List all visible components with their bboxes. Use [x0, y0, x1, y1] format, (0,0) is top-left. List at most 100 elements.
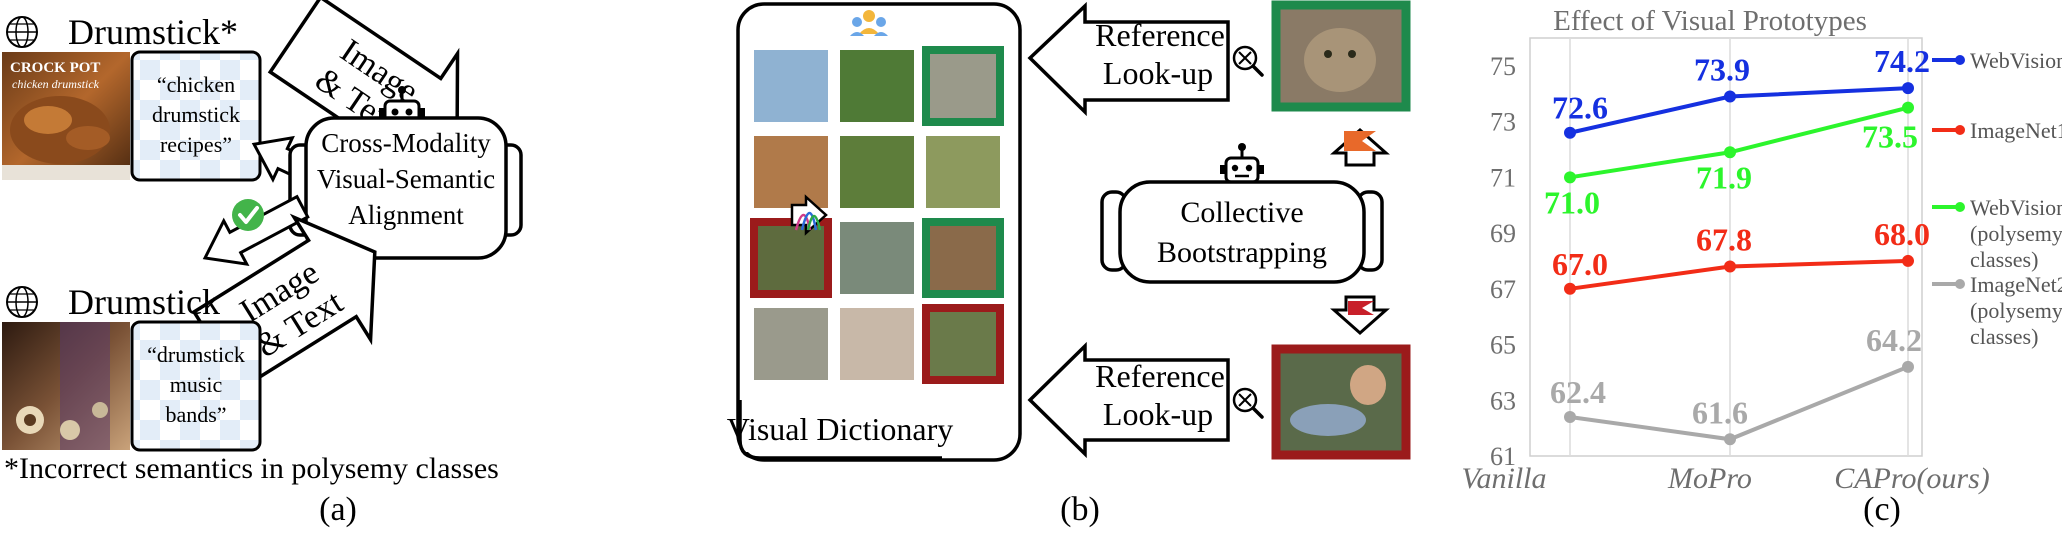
legend-label-imagenet1k: ImageNet1k [1970, 118, 2062, 143]
robot-icon [1220, 143, 1264, 184]
data-point-webvision1k [1724, 90, 1736, 103]
thumbnail [754, 50, 828, 122]
footnote: *Incorrect semantics in polysemy classes [4, 452, 499, 485]
y-tick-label: 69 [1490, 219, 1516, 248]
legend-label-webvision235: WebVision235 [1970, 195, 2062, 220]
data-label-imagenet1k: 68.0 [1874, 216, 1930, 252]
top-query-line2: drumstick [152, 102, 240, 127]
chicken-photo: CROCK POT chicken drumstick [2, 52, 130, 180]
legend-label-line3: classes) [1970, 247, 2038, 272]
y-tick-label: 61 [1490, 442, 1516, 471]
data-label-webvision1k: 74.2 [1874, 43, 1930, 79]
data-point-imagenet1k [1902, 254, 1914, 267]
bottom-query-box: “drumstick music bands” [130, 320, 262, 452]
data-label-imagenet235: 62.4 [1550, 374, 1606, 410]
thumbnail [754, 308, 828, 380]
panel-b-label: (b) [1060, 491, 1100, 528]
top-lookup-line1: Reference [1095, 17, 1225, 53]
bootstrapping-module: Collective Bootstrapping [1100, 143, 1384, 284]
data-label-imagenet235: 61.6 [1692, 394, 1748, 430]
panel-b: Visual Dictionary Reference Look-up [700, 0, 1460, 537]
thumbnail [840, 308, 914, 380]
legend-label-line2: (polysemy [1970, 221, 2062, 246]
bottom-title: Drumstick [68, 282, 220, 322]
thumbnail [926, 136, 1000, 208]
data-label-webvision1k: 72.6 [1552, 90, 1608, 126]
series-line-webvision1k [1569, 86, 1909, 135]
distribution-icon [794, 211, 822, 231]
thumbnail-negative [750, 218, 832, 298]
data-point-webvision235 [1724, 146, 1736, 159]
thumbnail-positive [922, 218, 1004, 298]
globe-icon [6, 286, 38, 318]
effect-of-visual-prototypes-chart: Effect of Visual Prototypes 61 63 65 67 69 71… [1461, 5, 2062, 528]
legend-label-line2: (polysemy [1970, 298, 2062, 323]
data-label-webvision235: 71.9 [1696, 159, 1752, 195]
thumbnail [840, 50, 914, 122]
dictionary-thumbnails [750, 46, 1004, 384]
data-label-webvision1k: 73.9 [1694, 52, 1750, 88]
series-line-imagenet1k [1569, 258, 1909, 291]
panel-a-canvas: Drumstick* CROCK POT chicken drumstick “… [2, 0, 523, 528]
bottom-lookup-line1: Reference [1095, 358, 1225, 394]
top-lookup-arrow: Reference Look-up [1027, 1, 1230, 117]
top-query-line3: recipes” [160, 132, 232, 157]
lookup-icon [1232, 387, 1264, 419]
top-query-box: “chicken drumstick recipes” [130, 50, 262, 182]
bottom-lookup-line2: Look-up [1103, 396, 1213, 432]
data-label-webvision235: 73.5 [1862, 119, 1918, 155]
data-point-imagenet235 [1564, 410, 1576, 423]
data-point-webvision1k [1564, 126, 1576, 139]
users-icon [850, 10, 888, 36]
data-point-imagenet235 [1724, 433, 1736, 446]
panel-a: Drumstick* CROCK POT chicken drumstick “… [0, 0, 700, 537]
data-point-imagenet1k [1564, 282, 1576, 295]
panel-b-canvas: Visual Dictionary Reference Look-up [727, 0, 1411, 528]
legend-label-webvision1k: WebVision1k [1970, 48, 2062, 73]
dictionary-label: Visual Dictionary [727, 411, 953, 447]
thumbnail [840, 136, 914, 208]
top-lookup-line2: Look-up [1103, 55, 1213, 91]
y-tick-label: 73 [1490, 108, 1516, 137]
alignment-line-3: Alignment [348, 200, 464, 230]
chart-title: Effect of Visual Prototypes [1553, 5, 1867, 37]
correct-badge-icon [232, 199, 264, 231]
data-point-imagenet235 [1902, 360, 1914, 373]
data-label-webvision235: 71.0 [1544, 184, 1600, 220]
panel-c-label: (c) [1863, 491, 1901, 528]
x-tick-label: MoPro [1667, 462, 1752, 495]
cat-query-image [1271, 0, 1411, 112]
bottom-small-arrow [202, 194, 310, 267]
bottom-query-line2: music [170, 372, 223, 397]
panel-c: Effect of Visual Prototypes 61 63 65 67 69 71… [1460, 0, 2062, 537]
alignment-line-2: Visual-Semantic [317, 164, 495, 194]
y-tick-label: 63 [1490, 386, 1516, 415]
bootstrapping-line2: Bootstrapping [1157, 236, 1327, 269]
top-query-line1: “chicken [157, 72, 235, 97]
globe-icon [6, 16, 38, 48]
plot-frame [1529, 37, 1923, 457]
legend-marker-webvision1k [1955, 55, 1965, 65]
thumbnail [840, 222, 914, 294]
y-tick-label: 71 [1490, 163, 1516, 192]
red-flag-icon [1348, 301, 1374, 315]
legend-marker-webvision235 [1955, 202, 1965, 212]
fisherman-query-image [1271, 344, 1411, 460]
panel-a-label: (a) [319, 491, 357, 528]
top-title: Drumstick* [68, 12, 238, 52]
data-point-webvision235 [1564, 171, 1576, 184]
legend-label-imagenet235: ImageNet235 [1970, 272, 2062, 297]
x-tick-label: Vanilla [1461, 462, 1546, 495]
legend: WebVision1kImageNet1kWebVision235(polyse… [1932, 48, 2062, 349]
y-tick-label: 67 [1490, 275, 1516, 304]
data-point-webvision1k [1902, 82, 1914, 95]
thumbnail-negative [922, 304, 1004, 384]
bottom-query-line3: bands” [165, 402, 226, 427]
thumbnail-positive [922, 46, 1004, 126]
legend-label-line3: classes) [1970, 324, 2038, 349]
photo-caption-1: CROCK POT [10, 60, 100, 76]
y-tick-label: 65 [1490, 331, 1516, 360]
drums-photo [2, 322, 130, 450]
